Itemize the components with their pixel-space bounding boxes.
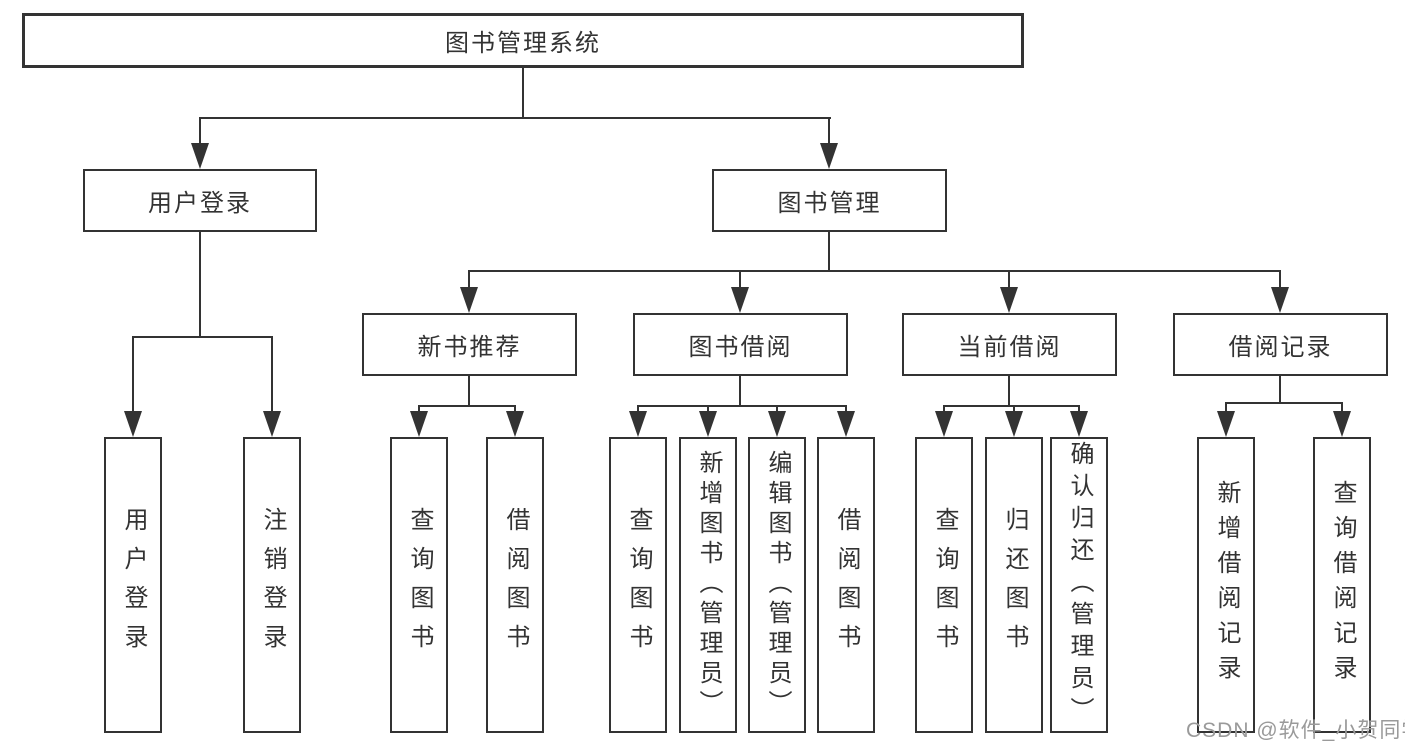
node-leaf-bb-add-books-admin: 新增图书（管理员） — [679, 437, 737, 733]
leaf-label: 查询图书 — [625, 507, 652, 663]
connector-drop-current-borrow — [1008, 270, 1010, 290]
node-book-management: 图书管理 — [712, 169, 947, 232]
leaf-label: 新增借阅记录 — [1213, 480, 1240, 690]
leaf-label: 确认归还（管理员） — [1066, 441, 1093, 729]
connector-drop-bb-borrow — [845, 405, 847, 415]
connector-drop-logout — [271, 336, 273, 415]
connector-drop-cb-return — [1013, 405, 1015, 415]
node-new-book-recommendation: 新书推荐 — [362, 313, 577, 376]
node-leaf-br-add-record: 新增借阅记录 — [1197, 437, 1255, 733]
connector-rec-stem — [468, 376, 470, 407]
arrow-down-icon — [731, 287, 749, 313]
connector-level2-rail — [199, 117, 831, 119]
connector-drop-book-mgmt — [828, 117, 830, 146]
node-leaf-cb-confirm-return-admin: 确认归还（管理员） — [1050, 437, 1108, 733]
connector-drop-user-login — [199, 117, 201, 146]
arrow-down-icon — [191, 143, 209, 169]
node-leaf-cb-query-books: 查询图书 — [915, 437, 973, 733]
arrow-down-icon — [1005, 411, 1023, 437]
connector-user-login-stem — [199, 232, 201, 338]
arrow-down-icon — [935, 411, 953, 437]
connector-drop-bb-edit — [776, 405, 778, 415]
connector-drop-br-query — [1341, 402, 1343, 414]
connector-user-login-rail — [132, 336, 273, 338]
connector-rec-rail — [418, 405, 516, 407]
node-leaf-br-query-record: 查询借阅记录 — [1313, 437, 1371, 733]
leaf-label: 编辑图书（管理员） — [764, 450, 791, 720]
csdn-watermark: CSDN @软件_小贺同学 — [1186, 719, 1405, 742]
connector-bb-stem — [739, 376, 741, 407]
connector-drop-bb-add — [707, 405, 709, 415]
connector-drop-book-borrow — [739, 270, 741, 290]
connector-cb-rail — [943, 405, 1080, 407]
connector-drop-rec-borrow — [514, 405, 516, 415]
connector-drop-cb-query — [943, 405, 945, 415]
connector-bb-rail — [637, 405, 846, 407]
connector-drop-login — [132, 336, 134, 415]
node-leaf-logout: 注销登录 — [243, 437, 301, 733]
arrow-down-icon — [1271, 287, 1289, 313]
arrow-down-icon — [124, 411, 142, 437]
arrow-down-icon — [263, 411, 281, 437]
arrow-down-icon — [820, 143, 838, 169]
leaf-label: 注销登录 — [259, 507, 286, 663]
node-leaf-rec-borrow-books: 借阅图书 — [486, 437, 544, 733]
node-leaf-bb-edit-books-admin: 编辑图书（管理员） — [748, 437, 806, 733]
node-library-management-system: 图书管理系统 — [22, 13, 1024, 68]
connector-drop-rec-query — [418, 405, 420, 415]
node-user-login: 用户登录 — [83, 169, 317, 232]
leaf-label: 用户登录 — [120, 507, 147, 663]
node-leaf-user-login: 用户登录 — [104, 437, 162, 733]
arrow-down-icon — [1217, 411, 1235, 437]
arrow-down-icon — [768, 411, 786, 437]
connector-br-rail — [1225, 402, 1343, 404]
node-leaf-bb-query-books: 查询图书 — [609, 437, 667, 733]
arrow-down-icon — [410, 411, 428, 437]
leaf-label: 查询借阅记录 — [1329, 480, 1356, 690]
leaf-label: 借阅图书 — [502, 507, 529, 663]
node-leaf-rec-query-books: 查询图书 — [390, 437, 448, 733]
arrow-down-icon — [460, 287, 478, 313]
arrow-down-icon — [1333, 411, 1351, 437]
node-book-borrowing: 图书借阅 — [633, 313, 848, 376]
leaf-label: 归还图书 — [1001, 507, 1028, 663]
leaf-label: 借阅图书 — [833, 507, 860, 663]
connector-cb-stem — [1008, 376, 1010, 407]
leaf-label: 查询图书 — [931, 507, 958, 663]
arrow-down-icon — [1000, 287, 1018, 313]
connector-drop-br-add — [1225, 402, 1227, 414]
leaf-label: 新增图书（管理员） — [695, 450, 722, 720]
connector-book-mgmt-stem — [828, 232, 830, 272]
connector-drop-borrow-records — [1279, 270, 1281, 290]
node-leaf-bb-borrow-books: 借阅图书 — [817, 437, 875, 733]
node-borrowing-records: 借阅记录 — [1173, 313, 1388, 376]
connector-drop-cb-confirm — [1078, 405, 1080, 415]
arrow-down-icon — [629, 411, 647, 437]
arrow-down-icon — [699, 411, 717, 437]
arrow-down-icon — [506, 411, 524, 437]
node-current-borrowing: 当前借阅 — [902, 313, 1117, 376]
connector-root-stem — [522, 68, 524, 118]
connector-drop-bb-query — [637, 405, 639, 415]
arrow-down-icon — [1070, 411, 1088, 437]
connector-level3-rail — [468, 270, 1281, 272]
connector-br-stem — [1279, 376, 1281, 404]
connector-drop-new-book-rec — [468, 270, 470, 290]
leaf-label: 查询图书 — [406, 507, 433, 663]
arrow-down-icon — [837, 411, 855, 437]
node-leaf-cb-return-books: 归还图书 — [985, 437, 1043, 733]
